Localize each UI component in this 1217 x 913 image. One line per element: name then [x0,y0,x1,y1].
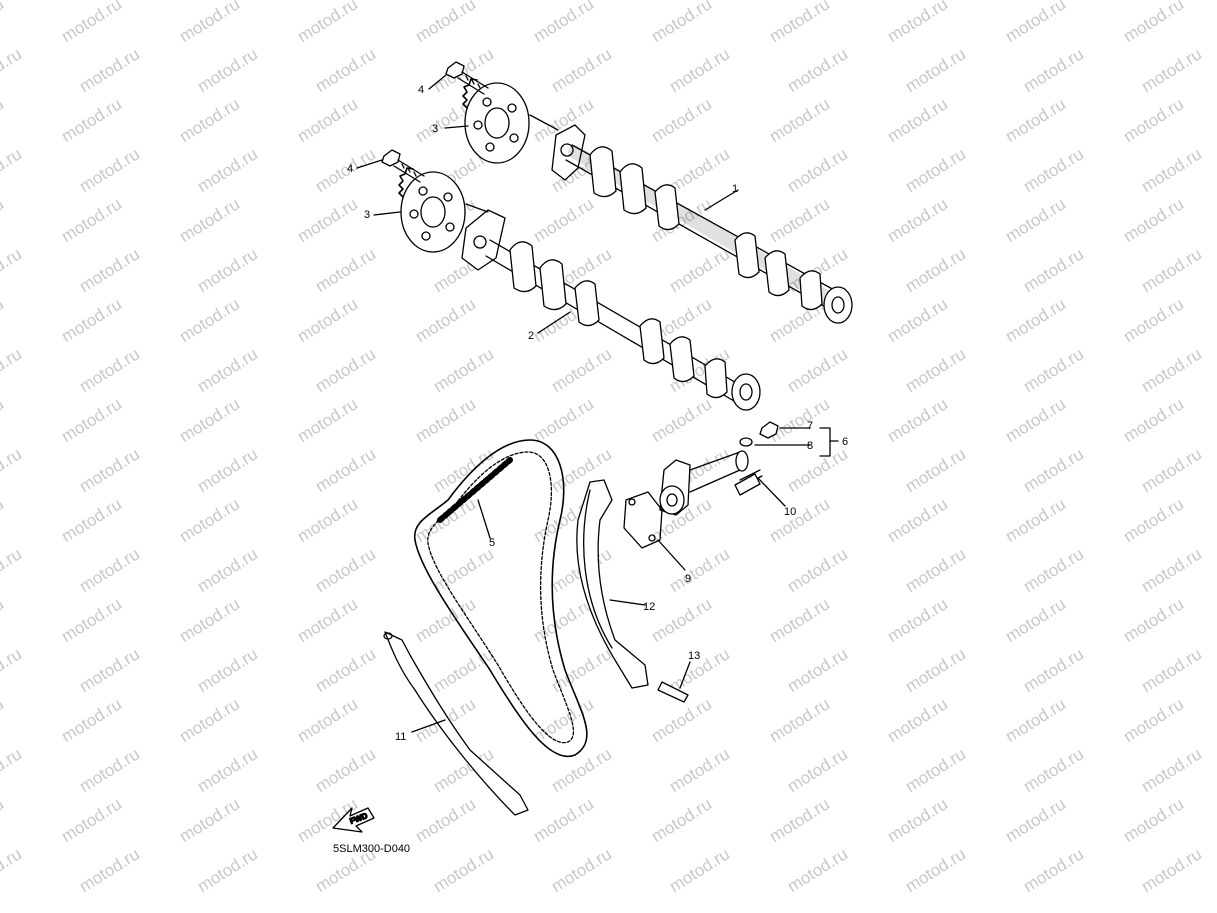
diagram-code: 5SLM300-D040 [333,843,411,855]
gasket [623,491,686,571]
callout-4-lower: 4 [347,163,353,175]
callout-4-upper: 4 [418,84,424,96]
chain-guide-exhaust-side [383,631,529,816]
fwd-arrow-icon: FWD [332,807,375,833]
callout-12: 12 [643,601,655,613]
bolt-upper [428,61,489,129]
sprocket-lower [398,167,489,253]
callout-1: 1 [732,183,738,195]
sprocket-upper [462,78,559,164]
callout-10: 10 [784,506,796,518]
camshaft-lower [461,209,761,411]
callout-5: 5 [489,537,495,549]
camshaft-upper [551,124,853,324]
callout-3-lower: 3 [364,209,370,221]
callouts: 1 2 3 3 4 4 5 6 7 8 9 10 11 12 13 [347,84,848,743]
pin [657,661,691,703]
timing-chain [414,439,588,758]
callout-2: 2 [528,330,534,342]
bolt-lower [356,149,425,216]
callout-11: 11 [395,731,406,743]
callout-3-upper: 3 [432,123,438,135]
chain-guide-tensioner-side [576,479,649,689]
callout-7: 7 [807,420,813,432]
callout-13: 13 [688,650,700,662]
callout-8: 8 [807,440,813,452]
callout-9: 9 [685,573,691,585]
tensioner-assembly [659,421,839,516]
callout-6: 6 [842,436,848,448]
